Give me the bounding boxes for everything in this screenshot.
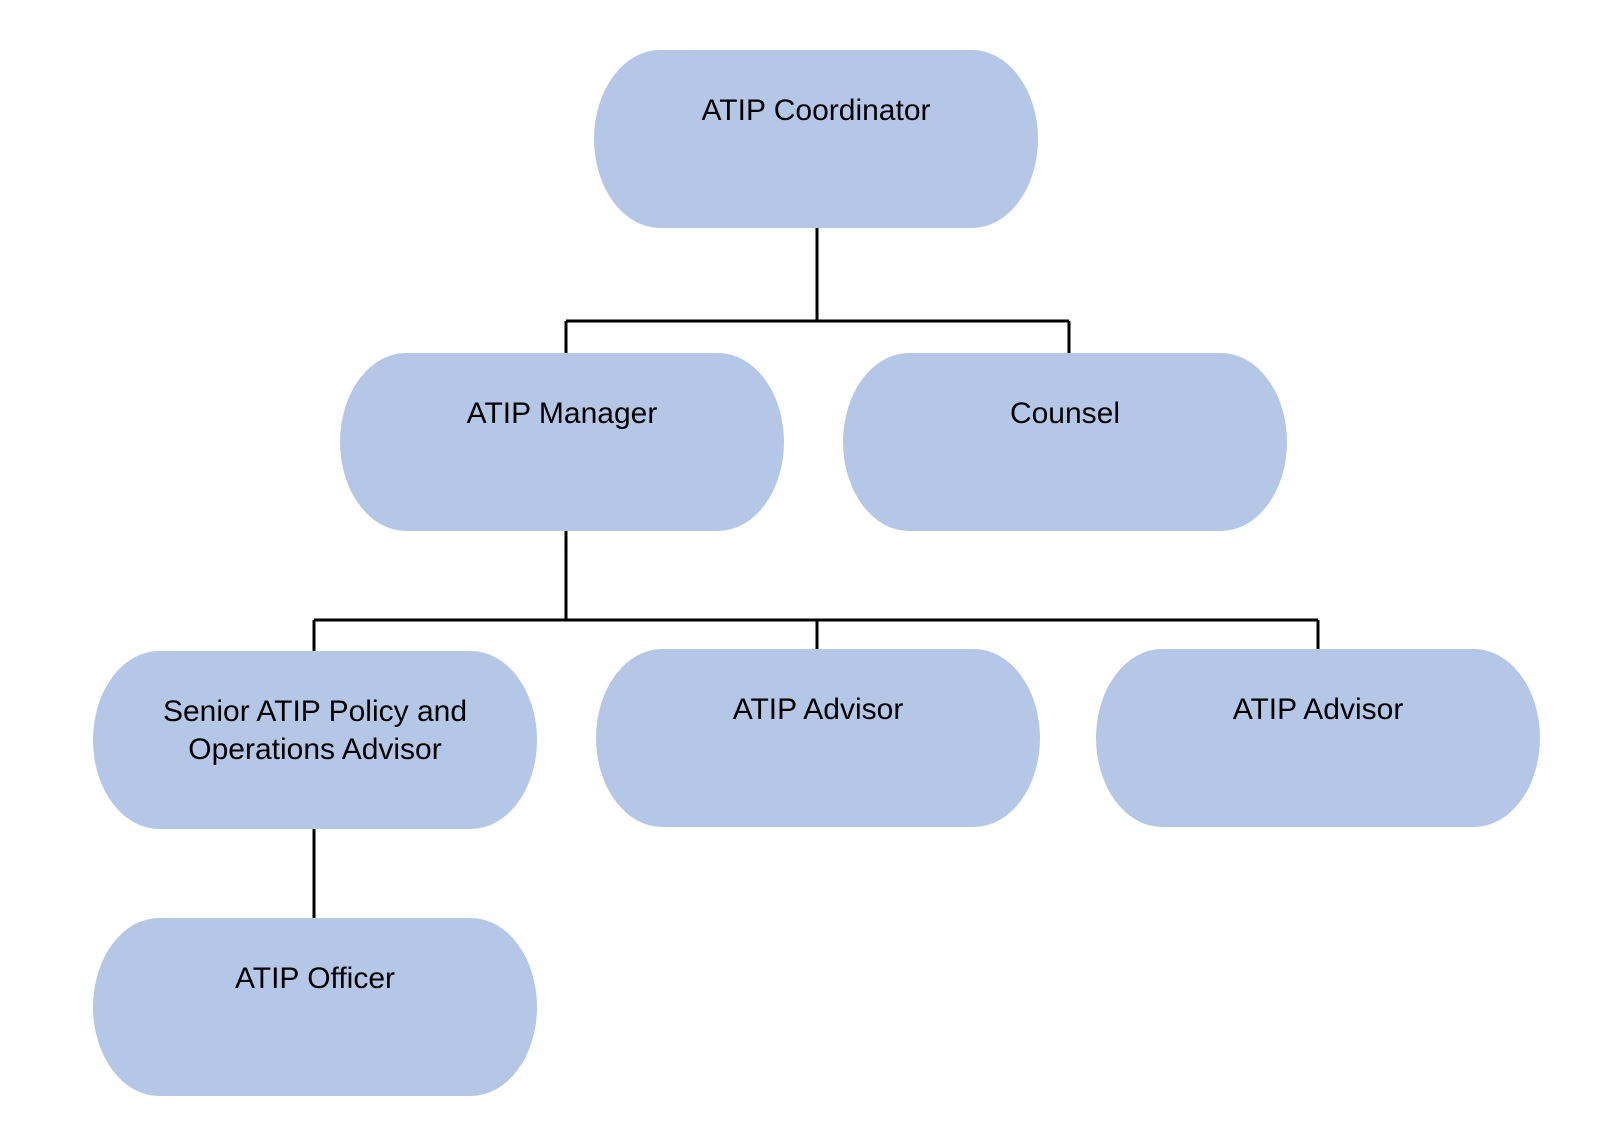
node-counsel: Counsel [843, 353, 1287, 531]
node-atip-advisor-2: ATIP Advisor [1096, 649, 1540, 827]
node-atip-officer: ATIP Officer [93, 918, 537, 1096]
node-atip-manager: ATIP Manager [340, 353, 784, 531]
node-label: ATIP Advisor [1232, 693, 1404, 726]
node-label: Counsel [1009, 397, 1121, 430]
node-atip-advisor-1: ATIP Advisor [596, 649, 1040, 827]
node-label: ATIP Manager [466, 397, 658, 430]
node-atip-coordinator: ATIP Coordinator [594, 50, 1038, 228]
node-label: ATIP Advisor [732, 693, 904, 726]
node-label: ATIP Officer [234, 962, 396, 995]
node-label: Senior ATIP Policy and Operations Adviso… [162, 695, 468, 766]
node-senior-atip-policy-operations-advisor: Senior ATIP Policy and Operations Adviso… [93, 651, 537, 829]
node-label: ATIP Coordinator [701, 94, 931, 127]
